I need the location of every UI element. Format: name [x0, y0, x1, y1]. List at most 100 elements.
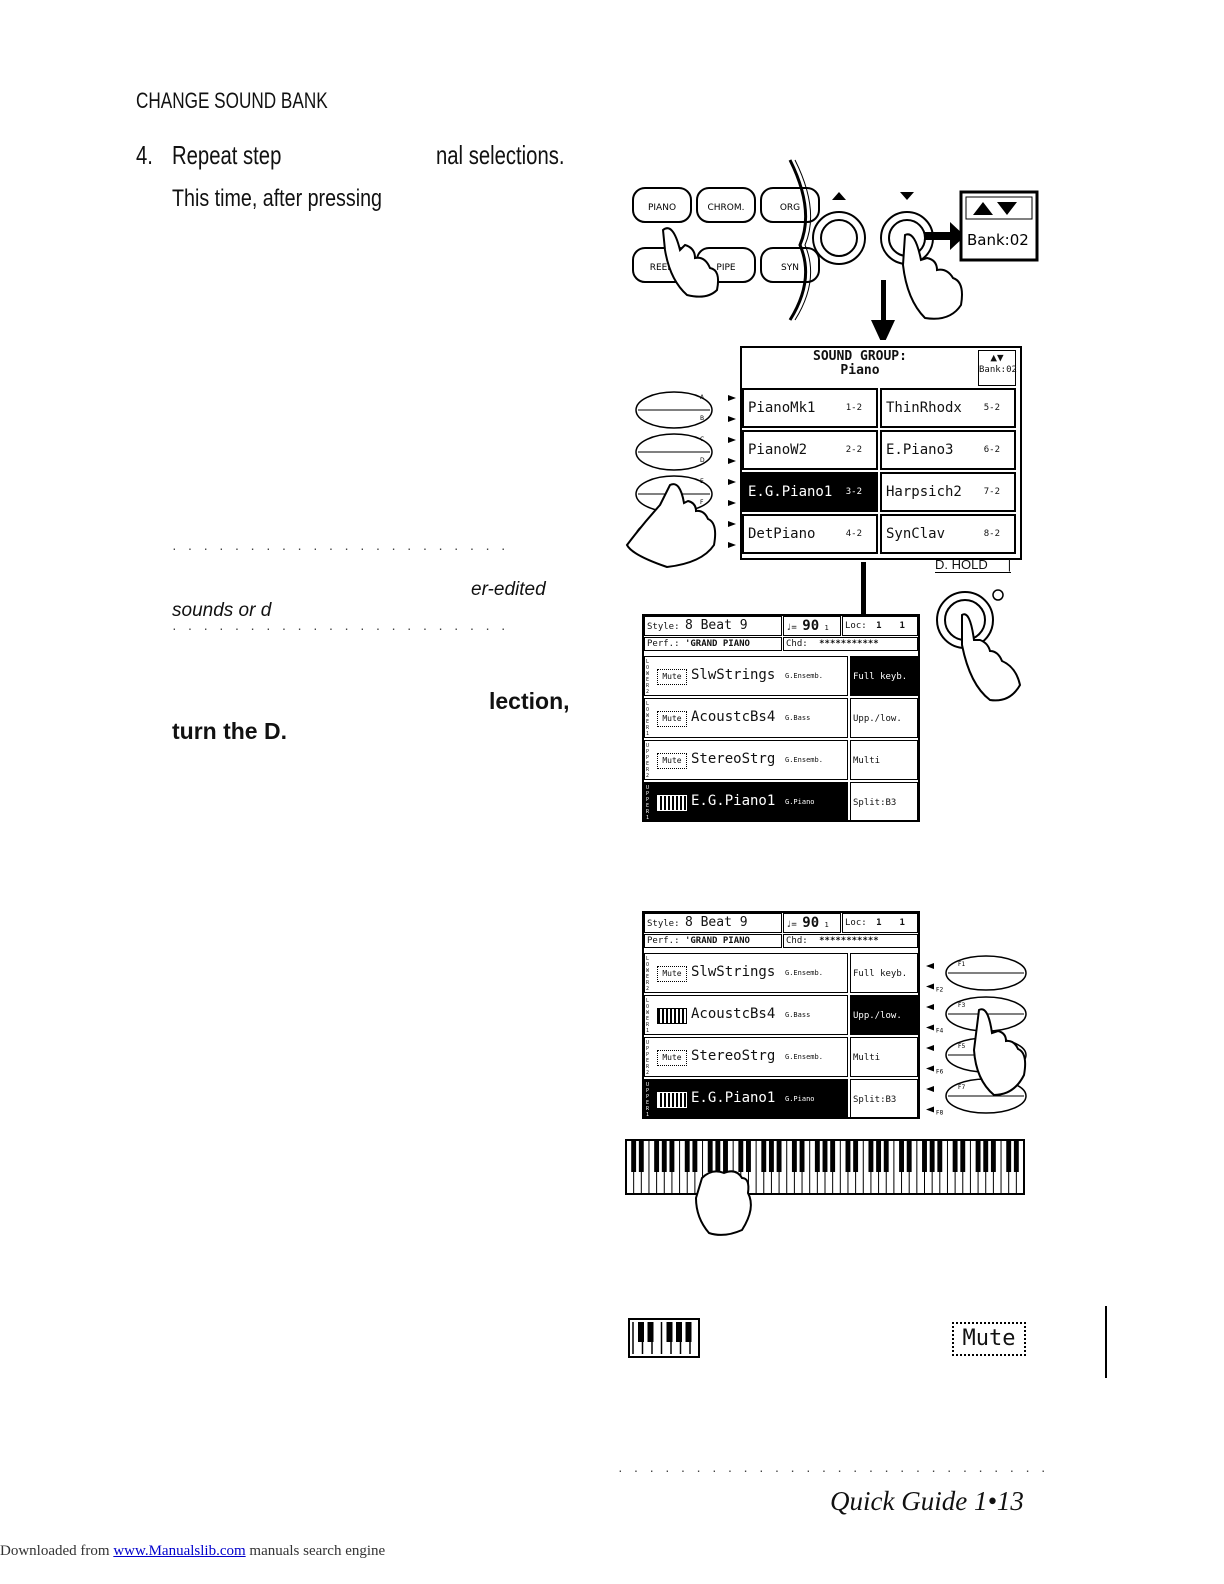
function-key-label: F8: [936, 1110, 943, 1117]
mode-button-1[interactable]: Full keyb.: [850, 953, 918, 993]
side-letter: A: [700, 394, 705, 401]
margin-bar: [1105, 1306, 1107, 1378]
sound-name: E.Piano3: [886, 442, 954, 458]
sound-slot-8[interactable]: SynClav 8-2: [880, 514, 1016, 554]
mute-icon[interactable]: Mute: [657, 1050, 687, 1066]
panel-button-label: PIPE: [716, 263, 736, 273]
sound-name: SlwStrings: [691, 964, 776, 980]
performance-field[interactable]: Perf.: 'GRAND PIANO: [644, 934, 782, 948]
mode-button-3[interactable]: Multi: [850, 1037, 918, 1077]
sound-name: DetPiano: [748, 526, 816, 542]
mute-icon[interactable]: Mute: [657, 966, 687, 982]
style-field[interactable]: Style: 8 Beat 9: [644, 913, 782, 933]
sound-slot-5[interactable]: ThinRhodx 5-2: [880, 388, 1016, 428]
sound-slot-6[interactable]: E.Piano3 6-2: [880, 430, 1016, 470]
function-key-label: F6: [936, 1069, 943, 1076]
note-text-1: er-edited: [471, 579, 546, 600]
sound-code: 8-2: [983, 529, 1000, 539]
part-label: LOWER1: [646, 998, 650, 1034]
sound-code: 3-2: [845, 487, 862, 497]
hand-icon: [972, 1008, 1027, 1097]
sound-name: AcoustcBs4: [691, 1006, 776, 1022]
pointer-icon: [728, 542, 736, 548]
hand-icon: [694, 1170, 752, 1236]
sound-code: 4-2: [845, 529, 862, 539]
pointer-icon: [926, 1045, 934, 1051]
hand-icon: [901, 233, 963, 320]
sound-group-title: SOUND GROUP:: [813, 349, 907, 364]
arrow-down-icon: [900, 192, 914, 200]
sound-name: SynClav: [886, 526, 946, 542]
tempo-field[interactable]: ♩= 90 1: [783, 616, 841, 636]
pointer-icon: [728, 521, 736, 527]
mode-button-4[interactable]: Split:B3: [850, 1079, 918, 1119]
arrow-right-icon: [925, 222, 965, 250]
pointer-icon: [926, 1106, 934, 1113]
led-icon: [992, 589, 1004, 601]
mute-icon[interactable]: Mute: [657, 669, 687, 685]
sound-group-label: G.Bass: [785, 714, 811, 722]
bold-text-2: turn the D.: [172, 718, 287, 744]
dotted-separator: ······················: [172, 620, 517, 636]
mode-button-2[interactable]: Upp./low.: [850, 995, 918, 1035]
pointer-icon: [926, 1024, 934, 1031]
sound-name: StereoStrg: [691, 1048, 776, 1064]
keyboard-status-icon: [628, 1318, 700, 1358]
page-footer-title: Quick Guide 1•13: [830, 1486, 1024, 1516]
sound-group-label: G.Piano: [785, 1095, 815, 1103]
mode-button-1[interactable]: Full keyb.: [850, 656, 918, 696]
performance-field[interactable]: Perf.: 'GRAND PIANO: [644, 637, 782, 651]
sound-name: PianoMk1: [748, 400, 816, 416]
step-text-end: nal selections.: [436, 140, 565, 170]
mode-button-2[interactable]: Upp./low.: [850, 698, 918, 738]
sound-group-label: G.Ensemb.: [785, 672, 823, 680]
sound-code: 5-2: [983, 403, 1000, 413]
pointer-icon: [926, 963, 934, 969]
pointer-icon: [926, 983, 934, 990]
bank-button[interactable]: ▲▼ Bank:02: [978, 350, 1017, 386]
keyboard-illustration: [625, 1139, 1025, 1236]
keyboard-icon[interactable]: [657, 1008, 687, 1024]
tempo-field[interactable]: ♩= 90 1: [783, 913, 841, 933]
mute-icon[interactable]: Mute: [657, 711, 687, 727]
pointer-icon: [926, 1086, 934, 1092]
mode-button-4[interactable]: Split:B3: [850, 782, 918, 822]
manualslib-link[interactable]: www.Manualslib.com: [113, 1543, 246, 1559]
keyboard-icon[interactable]: [657, 1092, 687, 1108]
sound-code: 6-2: [983, 445, 1000, 455]
pointer-icon: [728, 458, 736, 464]
pointer-icon: [728, 437, 736, 443]
panel-button-piano[interactable]: [632, 187, 692, 223]
bank-indicator: Bank:02: [967, 231, 1029, 249]
pointer-icon: [728, 500, 736, 506]
panel-button-chrom[interactable]: [696, 187, 756, 223]
step-number: 4.: [136, 140, 153, 170]
pointer-icon: [728, 416, 736, 422]
dhold-illustration: [936, 589, 1022, 702]
step-subtext: This time, after pressing: [172, 185, 382, 212]
step-text-start: Repeat step: [172, 140, 282, 170]
sound-name: ThinRhodx: [886, 400, 962, 416]
part-label: LOWER2: [646, 659, 650, 695]
style-field[interactable]: Style: 8 Beat 9: [644, 616, 782, 636]
keyboard-icon[interactable]: [657, 795, 687, 811]
mute-status-icon: Mute: [952, 1322, 1026, 1356]
sound-slot-4[interactable]: DetPiano 4-2: [742, 514, 878, 554]
mode-button-3[interactable]: Multi: [850, 740, 918, 780]
mute-icon[interactable]: Mute: [657, 753, 687, 769]
dotted-separator: ····························: [618, 1462, 1057, 1478]
function-key-label: F1: [958, 961, 965, 968]
